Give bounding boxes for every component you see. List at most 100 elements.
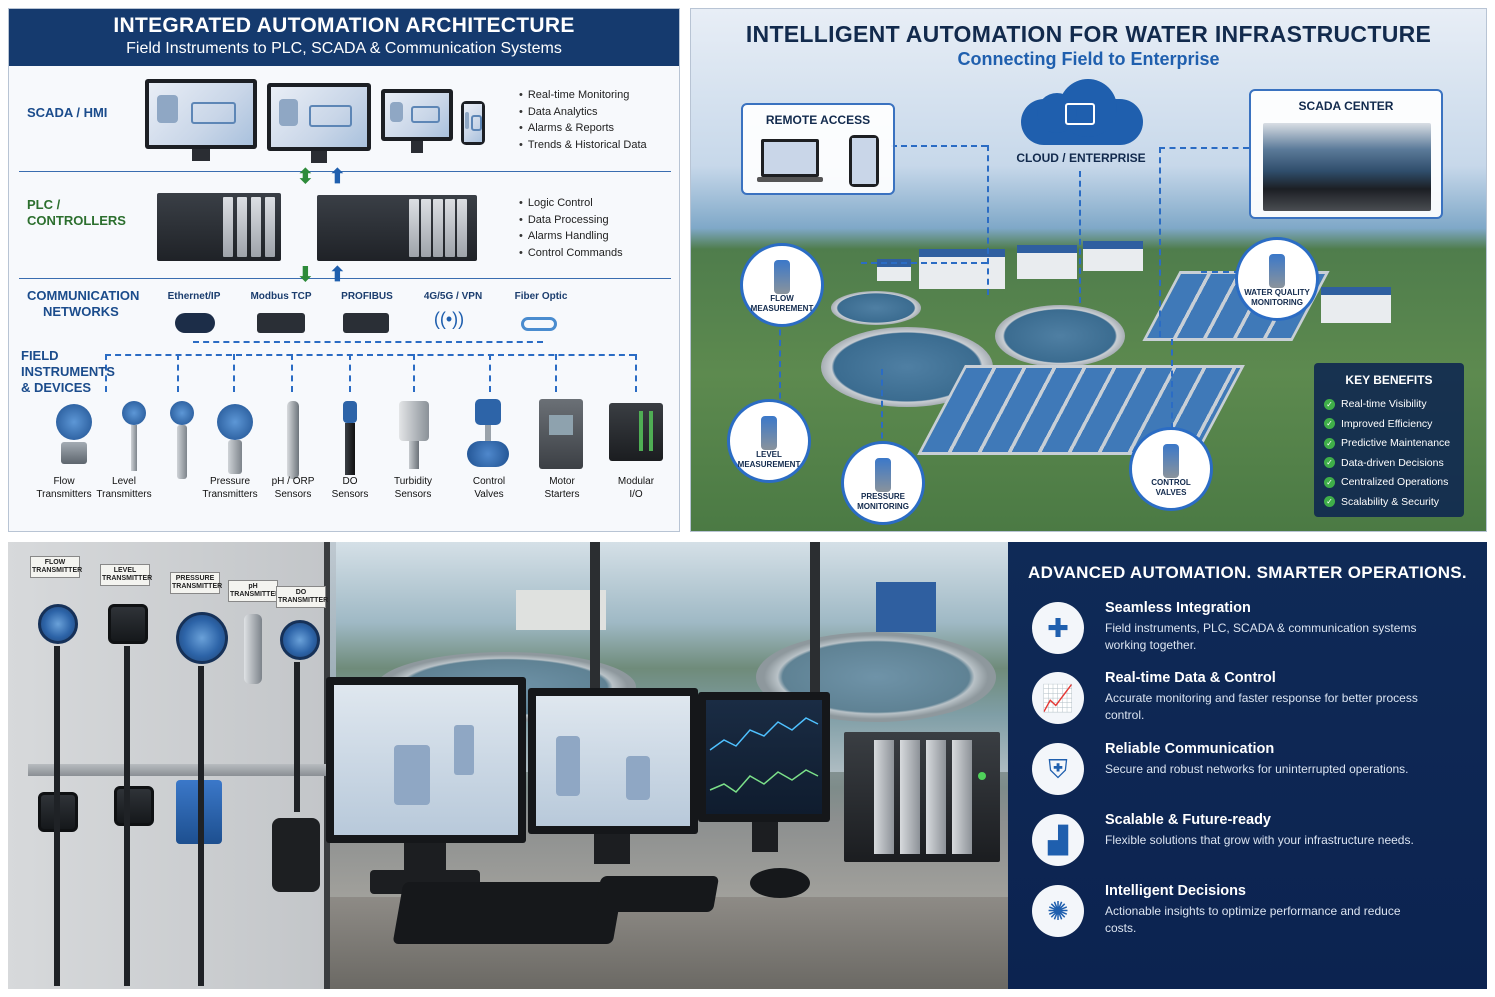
feature-description: Secure and robust networks for uninterru… bbox=[1105, 762, 1409, 776]
ethernet-icon bbox=[175, 313, 215, 333]
chart-icon: 📈 bbox=[1032, 672, 1084, 724]
connector-line bbox=[177, 354, 179, 392]
plc-label-line: PLC / bbox=[27, 197, 61, 212]
node-label-line: PRESSURE bbox=[860, 492, 905, 501]
remote-access-box: REMOTE ACCESS bbox=[741, 103, 895, 195]
tag-line: TRANSMITTER bbox=[230, 591, 281, 598]
valve-icon bbox=[1163, 444, 1179, 478]
device-label-line: Modular bbox=[617, 476, 655, 487]
growth-icon: ▟ bbox=[1032, 814, 1084, 866]
connector-line bbox=[987, 145, 989, 295]
divider bbox=[19, 278, 671, 279]
connector-line bbox=[881, 369, 883, 449]
connector-line bbox=[489, 354, 491, 392]
wireless-icon: ((•)) bbox=[433, 309, 465, 329]
smartphone-icon bbox=[461, 101, 485, 145]
node-label-line: CONTROL bbox=[1151, 478, 1191, 487]
level-transmitter-icon bbox=[119, 401, 149, 473]
device-label-line: Sensors bbox=[331, 489, 369, 500]
switch-icon bbox=[257, 313, 305, 333]
monitor-stand bbox=[594, 834, 630, 864]
field-label-line: & DEVICES bbox=[21, 380, 92, 395]
do-sensor-icon bbox=[343, 401, 357, 477]
clarifier-tank bbox=[995, 305, 1125, 367]
pressure-transmitter-icon bbox=[215, 404, 255, 474]
feature-realtime-data: 📈 Real-time Data & Control Accurate moni… bbox=[1032, 670, 1472, 734]
plc-feature: Logic Control bbox=[519, 195, 623, 212]
benefit-text: Real-time Visibility bbox=[1341, 398, 1427, 410]
check-icon: ✓ bbox=[1324, 437, 1335, 449]
remote-access-label: REMOTE ACCESS bbox=[765, 113, 871, 127]
check-icon: ✓ bbox=[1324, 457, 1335, 469]
device-label-line: Transmitters bbox=[96, 489, 152, 500]
plc-feature: Data Processing bbox=[519, 212, 623, 229]
feature-description: Actionable insights to optimize performa… bbox=[1105, 904, 1401, 935]
node-label-line: MEASUREMENT bbox=[750, 304, 814, 313]
field-label-line: INSTRUMENTS bbox=[21, 364, 115, 379]
tag-line: TRANSMITTER bbox=[172, 583, 223, 590]
node-label-line: MONITORING bbox=[1251, 298, 1303, 307]
device-label-line: pH / ORP bbox=[271, 476, 315, 487]
device-label-line: Control bbox=[472, 476, 506, 487]
device-label-line: Sensors bbox=[394, 489, 432, 500]
plc-rack-large bbox=[317, 195, 477, 261]
ph-sensor-icon bbox=[287, 401, 299, 479]
profibus-icon bbox=[343, 313, 389, 333]
benefit-text: Predictive Maintenance bbox=[1341, 437, 1451, 449]
pressure-gauge-icon bbox=[875, 458, 891, 492]
water-subtitle: Connecting Field to Enterprise bbox=[957, 49, 1220, 69]
device-label-line: Level bbox=[112, 476, 136, 487]
device-label-line: Flow bbox=[53, 476, 75, 487]
device-label-line: Turbidity bbox=[394, 476, 432, 487]
network-fiber-label: Fiber Optic bbox=[514, 291, 568, 302]
benefit-text: Centralized Operations bbox=[1341, 476, 1449, 488]
benefit-item: ✓Real-time Visibility bbox=[1324, 395, 1454, 415]
network-profibus-label: PROFIBUS bbox=[341, 291, 393, 302]
plc-label: PLC / CONTROLLERS bbox=[27, 197, 126, 229]
transmitter-icon bbox=[114, 786, 154, 826]
operations-panel: ADVANCED AUTOMATION. SMARTER OPERATIONS.… bbox=[1008, 542, 1487, 989]
device-label-line: Transmitters bbox=[36, 489, 92, 500]
cable bbox=[198, 666, 204, 986]
network-modbus-label: Modbus TCP bbox=[250, 291, 312, 302]
tag-line: pH bbox=[248, 583, 258, 590]
architecture-subtitle: Field Instruments to PLC, SCADA & Commun… bbox=[126, 40, 562, 57]
feature-description: Accurate monitoring and faster response … bbox=[1105, 691, 1418, 722]
tag-line: DO bbox=[295, 589, 307, 596]
device-label-line: Valves bbox=[474, 489, 504, 500]
benefit-text: Improved Efficiency bbox=[1341, 417, 1433, 430]
connector-line bbox=[1159, 147, 1249, 149]
modular-io-icon bbox=[609, 403, 663, 461]
node-label-line: MEASUREMENT bbox=[737, 460, 801, 469]
plc-rack-small bbox=[157, 193, 281, 261]
arrow-up-icon: ⬆ bbox=[329, 166, 346, 188]
networks-label-line: COMMUNICATION bbox=[27, 288, 140, 303]
node-label-line: FLOW bbox=[770, 294, 794, 303]
fiber-icon bbox=[521, 317, 557, 331]
connector-line bbox=[1079, 171, 1081, 303]
network-ethernet-label: Ethernet/IP bbox=[167, 291, 221, 302]
scada-monitor-right bbox=[698, 692, 830, 822]
node-label-line: MONITORING bbox=[857, 502, 909, 511]
scada-feature: Data Analytics bbox=[519, 104, 647, 121]
keyboard bbox=[594, 876, 720, 912]
feature-title: Reliable Communication bbox=[1105, 741, 1275, 757]
feature-description: Flexible solutions that grow with your i… bbox=[1105, 833, 1414, 847]
connector-line bbox=[413, 354, 415, 392]
clarifier-tank bbox=[831, 291, 921, 325]
tag-line: PRESSURE bbox=[175, 575, 215, 582]
scada-monitor-2 bbox=[267, 83, 371, 163]
scada-center-label: SCADA CENTER bbox=[1298, 99, 1394, 113]
plc-features: Logic Control Data Processing Alarms Han… bbox=[519, 195, 623, 261]
flow-meter-icon bbox=[774, 260, 790, 294]
laptop-icon bbox=[761, 139, 819, 177]
